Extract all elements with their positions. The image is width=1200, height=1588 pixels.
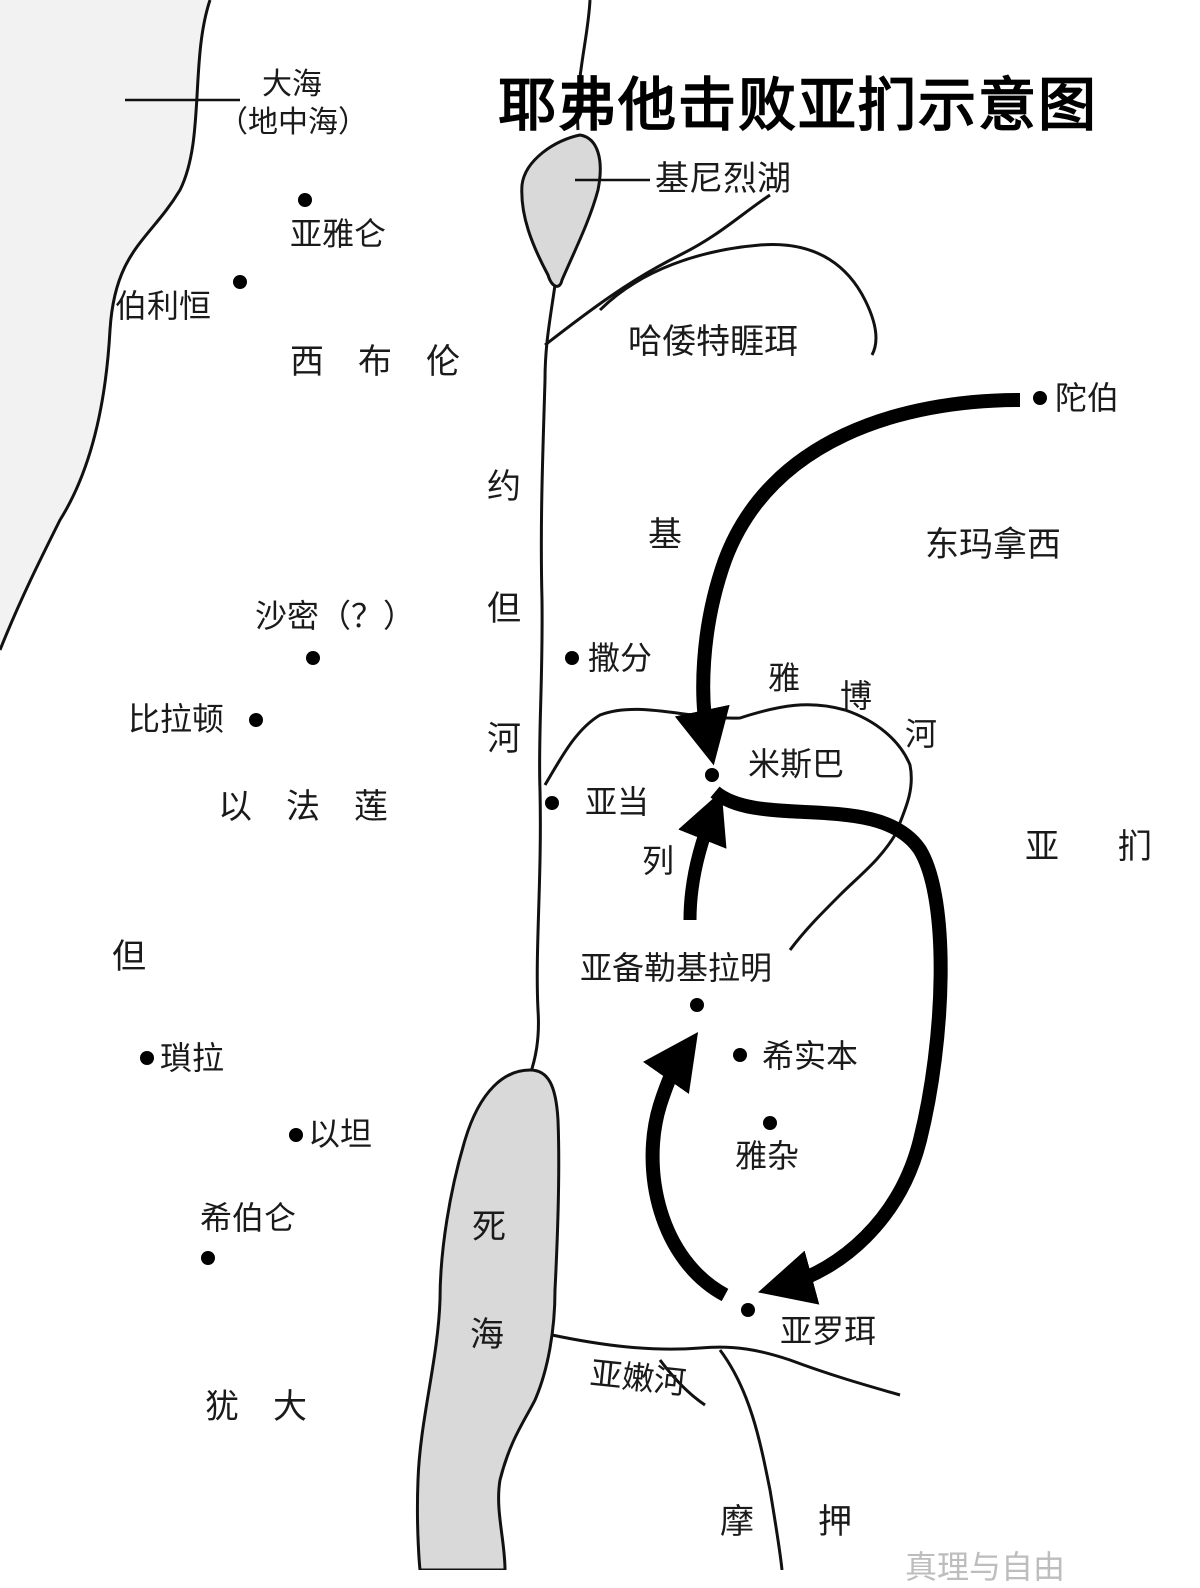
city-pirathon: 比拉顿 [128, 700, 225, 738]
arrow-tob-to-mizpah [674, 393, 1021, 766]
arnon-label: 亚嫩河 [588, 1354, 688, 1402]
city-adam: 亚当 [585, 783, 650, 821]
arrow-mizpah-east-loop [710, 786, 948, 1305]
dot-mizpah [705, 768, 719, 782]
jabbok-label-1: 雅 [768, 659, 801, 697]
arrow-north-to-mizpah [678, 790, 727, 921]
region-zebulun: 西 布 伦 [290, 342, 460, 382]
city-abel-keramim: 亚备勒基拉明 [580, 949, 773, 987]
jabbok-label-2: 博 [840, 677, 873, 715]
dead-sea-label-1: 死 [472, 1207, 506, 1247]
jordan-label-2: 但 [487, 589, 521, 629]
dot-shamir [306, 651, 320, 665]
sea-sublabel: （地中海） [218, 105, 368, 140]
region-havvoth-jair: 哈倭特睚珥 [628, 322, 798, 362]
dot-pirathon [249, 713, 263, 727]
region-ephraim: 以 法 莲 [218, 787, 388, 827]
dot-zaphon [565, 651, 579, 665]
city-heshbon: 希实本 [762, 1037, 859, 1075]
city-mizpah: 米斯巴 [748, 745, 845, 783]
dot-jahaz [763, 1116, 777, 1130]
region-dan: 但 [112, 937, 146, 977]
city-aijalon: 亚雅仑 [290, 215, 387, 253]
dot-zorah [140, 1051, 154, 1065]
dead-sea [415, 1068, 561, 1570]
region-ammon-2: 扪 [1118, 827, 1152, 867]
region-east-manasseh: 东玛拿西 [925, 525, 1061, 565]
jabbok-label-3: 河 [905, 715, 938, 753]
dot-aroer [741, 1303, 755, 1317]
city-zaphon: 撒分 [588, 639, 653, 677]
dead-sea-label-2: 海 [470, 1315, 504, 1355]
dot-tob [1033, 391, 1047, 405]
region-moab-1: 摩 [720, 1502, 754, 1542]
dot-bethlehem [233, 275, 247, 289]
city-dots [140, 193, 1047, 1317]
sea-of-galilee [520, 133, 602, 288]
jordan-label-1: 约 [487, 467, 521, 507]
jordan-label-3: 河 [487, 719, 521, 759]
city-aroer: 亚罗珥 [780, 1312, 877, 1350]
map-title: 耶弗他击败亚扪示意图 [498, 71, 1099, 139]
city-ibzan: 以坦 [308, 1115, 373, 1153]
city-shamir: 沙密（？） [255, 597, 416, 635]
dot-ibzan [289, 1128, 303, 1142]
arnon-river [551, 1333, 901, 1570]
lake-label: 基尼烈湖 [655, 159, 791, 199]
galilee-tributaries [544, 193, 878, 356]
city-zorah: 瑣拉 [160, 1039, 225, 1077]
dot-adam [545, 796, 559, 810]
dot-aijalon [298, 193, 312, 207]
region-judah: 犹 大 [205, 1387, 307, 1427]
city-hebron: 希伯仑 [200, 1199, 297, 1237]
dot-heshbon [733, 1048, 747, 1062]
watermark-text: 真理与自由 [905, 1548, 1066, 1586]
jabbok-river [543, 703, 913, 951]
city-jahaz: 雅杂 [735, 1137, 800, 1175]
campaign-arrows [643, 393, 1021, 1305]
city-tob: 陀伯 [1055, 379, 1120, 417]
region-gilead-2: 列 [642, 842, 675, 880]
region-gilead-1: 基 [648, 515, 682, 555]
region-ammon-1: 亚 [1025, 827, 1059, 867]
dot-abel-keramim [690, 998, 704, 1012]
region-moab-2: 押 [818, 1502, 852, 1542]
arrow-aroer-to-abel [643, 1032, 729, 1302]
dot-hebron [201, 1251, 215, 1265]
sea-label: 大海 [262, 67, 322, 102]
sea-coastline [0, 0, 240, 651]
jordan-river [528, 0, 592, 1076]
city-bethlehem: 伯利恒 [115, 287, 212, 325]
